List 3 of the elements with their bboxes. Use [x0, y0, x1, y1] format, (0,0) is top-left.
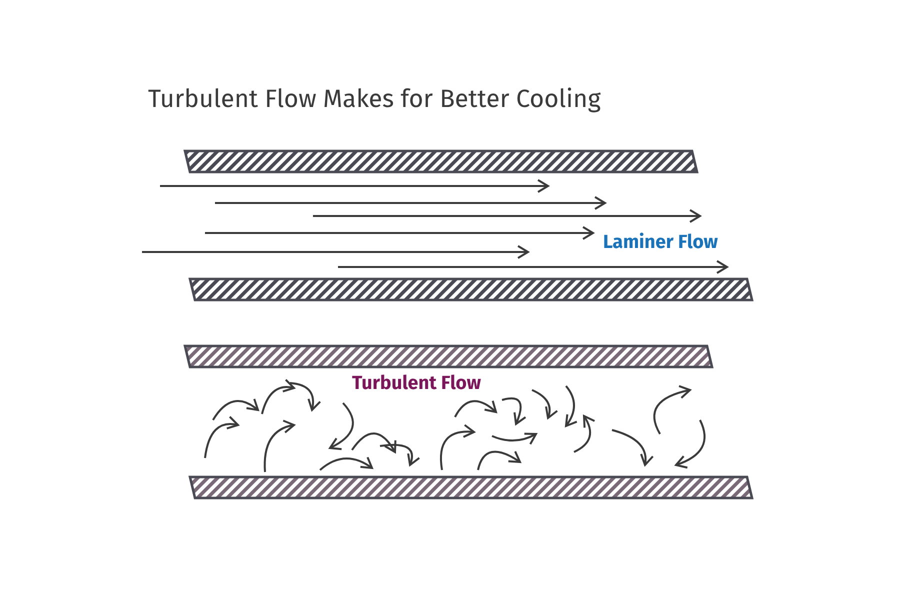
diagram-title: Turbulent Flow Makes for Better Cooling: [148, 84, 601, 114]
flow-label: Turbulent Flow: [352, 372, 481, 395]
flow-label: Laminer Flow: [603, 231, 718, 254]
